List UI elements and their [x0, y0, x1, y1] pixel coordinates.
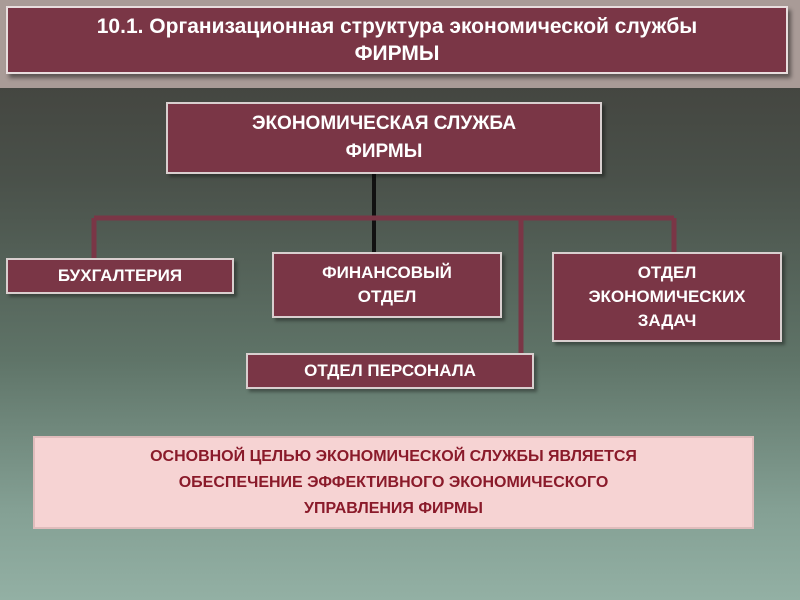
slide-title-box: 10.1. Организационная структура экономич…	[6, 6, 788, 74]
node-accounting-label: БУХГАЛТЕРИЯ	[57, 266, 183, 285]
node-economic-tasks-department: ОТДЕЛ ЭКОНОМИЧЕСКИХ ЗАДАЧ	[552, 252, 782, 342]
root-node-label: ЭКОНОМИЧЕСКАЯ СЛУЖБА ФИРМЫ	[251, 113, 517, 162]
node-financial-label: ФИНАНСОВЫЙ ОТДЕЛ	[322, 263, 452, 306]
node-personnel-department: ОТДЕЛ ПЕРСОНАЛА	[246, 353, 534, 389]
root-node-economic-service: ЭКОНОМИЧЕСКАЯ СЛУЖБА ФИРМЫ	[166, 102, 602, 174]
node-accounting: БУХГАЛТЕРИЯ	[6, 258, 234, 294]
slide-title: 10.1. Организационная структура экономич…	[96, 15, 698, 65]
node-economic-tasks-label: ОТДЕЛ ЭКОНОМИЧЕСКИХ ЗАДАЧ	[588, 263, 746, 330]
node-financial-department: ФИНАНСОВЫЙ ОТДЕЛ	[272, 252, 502, 318]
node-personnel-label: ОТДЕЛ ПЕРСОНАЛА	[304, 361, 476, 380]
goal-note: ОСНОВНОЙ ЦЕЛЬЮ ЭКОНОМИЧЕСКОЙ СЛУЖБЫ ЯВЛЯ…	[33, 436, 754, 529]
